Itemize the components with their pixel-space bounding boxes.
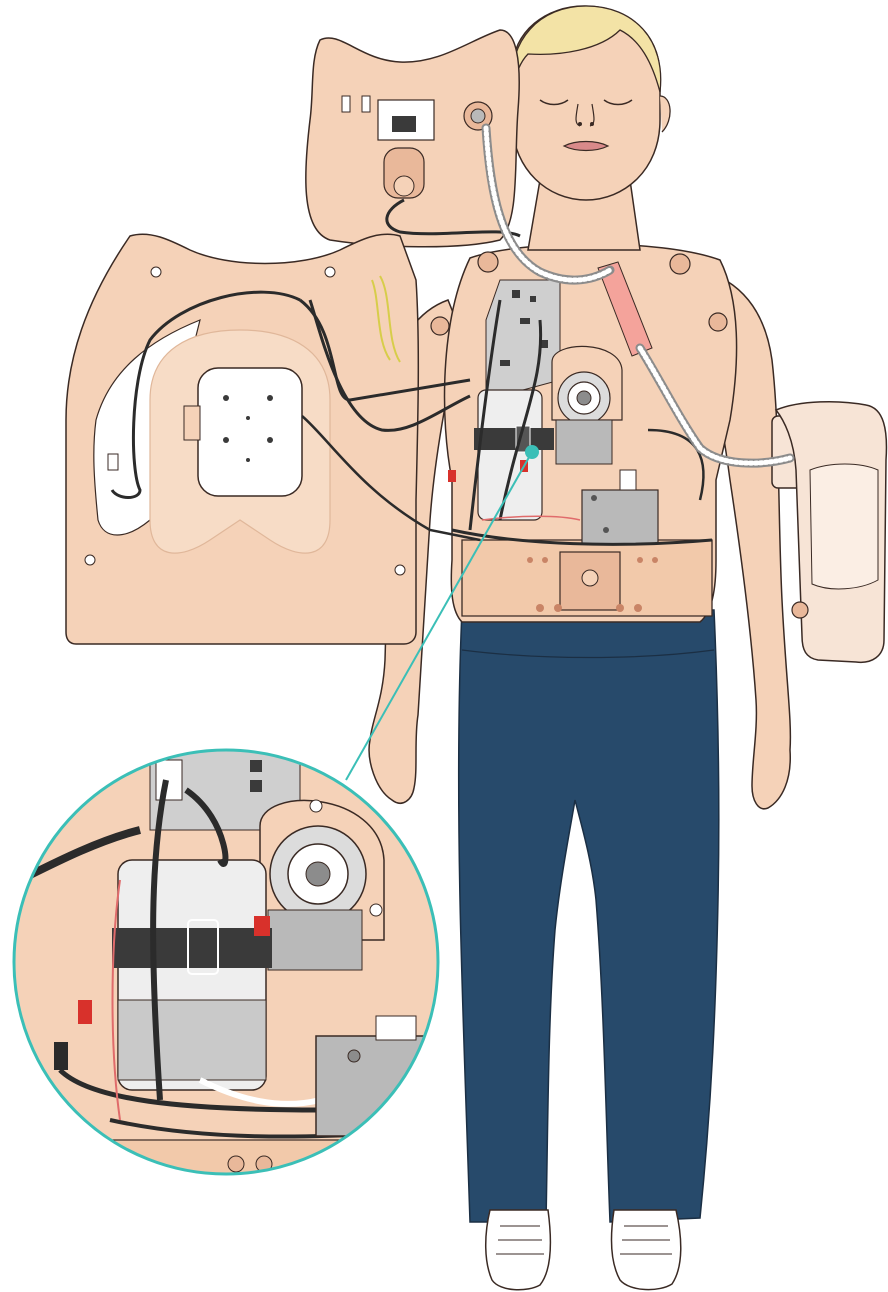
right-shoe xyxy=(612,1210,681,1290)
pants xyxy=(459,610,719,1222)
detail-magnifier xyxy=(14,750,440,1200)
left-shoe xyxy=(486,1210,551,1290)
callout-dot xyxy=(525,445,539,459)
bp-cuff xyxy=(772,402,886,663)
head xyxy=(502,6,670,200)
